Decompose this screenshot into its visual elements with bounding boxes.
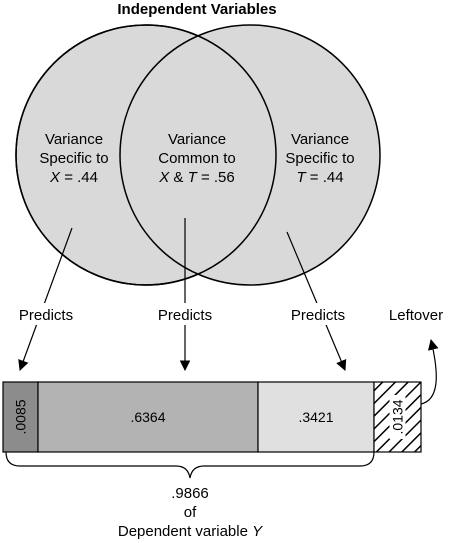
brace-label-line1: .9866	[171, 485, 209, 502]
predicts-label-center: Predicts	[158, 307, 212, 324]
diagram-title: Independent Variables	[117, 1, 276, 18]
brace-label-line3: Dependent variable Y	[118, 523, 263, 540]
right-line2: Specific to	[285, 150, 354, 167]
left-line3: X = .44	[49, 169, 98, 186]
left-line1: Variance	[45, 131, 103, 148]
predicts-backing-right	[286, 303, 350, 325]
brace-label: .9866 of Dependent variable Y	[118, 485, 263, 540]
leftover-arrow	[420, 338, 439, 405]
dependent-variable-bar: .0085 .6364 .3421 .0134	[2, 381, 422, 453]
bar-segment-x-specific	[2, 381, 39, 453]
predicts-backing-center	[153, 303, 217, 325]
bar-segment-common-label: .6364	[130, 409, 165, 425]
bar-segment-leftover-label: .0134	[390, 399, 406, 434]
bar-segment-t-specific	[257, 381, 375, 453]
center-line3: X & T = .56	[158, 169, 234, 186]
circle-x-outline	[15, 24, 277, 286]
leftover-label-backing	[389, 395, 406, 439]
predict-arrow-left	[18, 227, 73, 372]
leftover-label: Leftover	[389, 307, 443, 324]
predicts-label-right: Predicts	[291, 307, 345, 324]
right-line3: T = .44	[296, 169, 343, 186]
bar-segment-x-specific-label: .0085	[13, 399, 29, 434]
center-line1: Variance	[168, 131, 226, 148]
bar-segment-common	[37, 381, 259, 453]
brace	[5, 451, 375, 479]
brace-label-line2: of	[184, 504, 197, 521]
predicts-backing-left	[14, 303, 78, 325]
venn-right-label: Variance Specific to T = .44	[285, 131, 354, 186]
predict-arrow-right	[286, 231, 347, 371]
predicts-label-left: Predicts	[19, 307, 73, 324]
right-line1: Variance	[291, 131, 349, 148]
venn-left-label: Variance Specific to X = .44	[39, 131, 108, 186]
center-line2: Common to	[158, 150, 236, 167]
bar-segment-t-specific-label: .3421	[298, 409, 333, 425]
venn-center-label: Variance Common to X & T = .56	[158, 131, 236, 186]
left-line2: Specific to	[39, 150, 108, 167]
